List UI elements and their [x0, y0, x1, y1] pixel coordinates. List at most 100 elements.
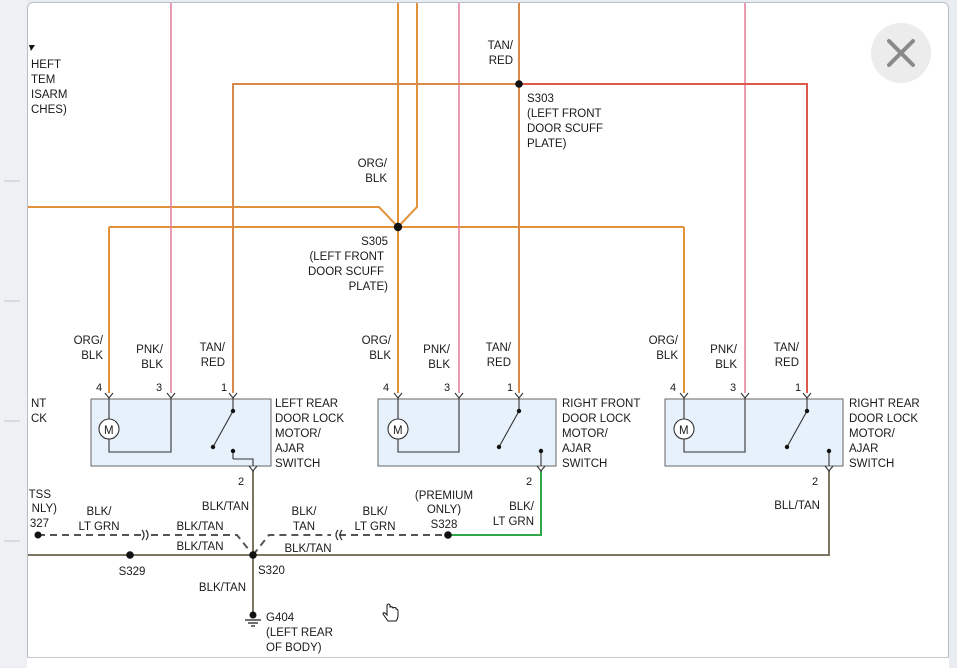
splice-label-s328: (PREMIUM [415, 490, 473, 502]
splice-label-s305: S305 [361, 236, 388, 248]
motor-icon [98, 418, 120, 440]
wire-label: BLK/ [87, 506, 113, 518]
wire-label: PNK/ [710, 344, 738, 356]
splice-dot-s303 [515, 80, 523, 88]
wire-label: BLK/ [363, 506, 389, 518]
wire-label: ORG/ [362, 335, 392, 347]
viewer-bottom-bar [27, 657, 949, 668]
splice-label-s320: S320 [258, 565, 285, 577]
hand-cursor-icon [382, 603, 399, 622]
pin-number: 1 [221, 382, 227, 394]
wire-label: BLK [715, 359, 737, 371]
wire-label: BLK/TAN [202, 501, 249, 513]
wire-blk-tan-dashed-a [151, 534, 254, 556]
close-button[interactable] [871, 23, 931, 83]
motor-icon [387, 418, 409, 440]
splice-label-s329: S329 [119, 566, 146, 578]
ground-dot-g404 [249, 611, 257, 619]
splice-dot-s328 [444, 531, 452, 539]
wire-label: RED [775, 357, 799, 369]
clipped-label: TSS [29, 489, 52, 501]
wire-label: BLK/TAN [176, 521, 223, 533]
ground-label-g404: G404 [266, 612, 295, 624]
pin-number: 4 [96, 382, 102, 394]
wire-label: LT GRN [78, 521, 119, 533]
component-name: DOOR LOCK [562, 413, 631, 425]
component-name: DOOR LOCK [275, 413, 344, 425]
pin-number: 1 [795, 382, 801, 394]
motor-label: M [393, 425, 403, 437]
splice-dot-s327 [34, 531, 42, 539]
diagram-viewer: M M M HEFT TEM ISARM CHES) NT CK TSS NLY… [27, 2, 949, 667]
wire-label: BLK [141, 359, 163, 371]
motor-label: M [679, 425, 689, 437]
splice-label-s303: (LEFT FRONT [527, 108, 602, 120]
wire-label: TAN/ [774, 342, 800, 354]
pin-number: 1 [507, 382, 513, 394]
clipped-arrow-icon [29, 45, 35, 51]
splice-label-s305: (LEFT FRONT [309, 251, 384, 263]
ground-label-g404: OF BODY) [266, 642, 322, 654]
wire-label: TAN/ [488, 40, 514, 52]
component-name: AJAR [275, 443, 304, 455]
background-window-strip [0, 0, 27, 667]
splice-label-s305: DOOR SCUFF [308, 266, 384, 278]
wire-tan-red-left [232, 83, 519, 393]
component-name: SWITCH [849, 458, 894, 470]
splice-dot-s329 [126, 551, 134, 559]
wire-label: TAN [293, 521, 315, 533]
component-name: LEFT REAR [275, 398, 338, 410]
splice-label-s303: DOOR SCUFF [527, 123, 603, 135]
wire-label: PNK/ [136, 344, 164, 356]
splice-label-s328: ONLY) [427, 504, 461, 516]
wire-label: ORG/ [358, 158, 388, 170]
motor-icon [673, 418, 695, 440]
inline-connector-a [141, 529, 149, 541]
pin-number: 3 [730, 382, 736, 394]
pin-number: 3 [156, 382, 162, 394]
clipped-label: CK [31, 413, 47, 425]
wire-label: BLK [428, 359, 450, 371]
ground-symbol [245, 619, 261, 627]
wire-label: ORG/ [649, 335, 679, 347]
clipped-label: ISARM [31, 89, 67, 101]
component-name: DOOR LOCK [849, 413, 918, 425]
wire-label: BLK [81, 350, 103, 362]
splice-label-s305: PLATE) [349, 281, 389, 293]
wire-org-blk-trunk-b [397, 3, 418, 228]
component-name: MOTOR/ [275, 428, 322, 440]
pin-number: 2 [526, 476, 532, 488]
pin-number: 2 [238, 476, 244, 488]
wire-label: TAN/ [200, 342, 226, 354]
component-name: MOTOR/ [849, 428, 896, 440]
wire-label: BLK/TAN [284, 543, 331, 555]
wire-label: BLK/TAN [199, 582, 246, 594]
splice-dot-s320 [249, 551, 257, 559]
splice-label-s303: PLATE) [527, 138, 567, 150]
component-name: SWITCH [275, 458, 320, 470]
component-name: RIGHT FRONT [562, 398, 640, 410]
wire-label: PNK/ [423, 344, 451, 356]
pin-number: 2 [812, 476, 818, 488]
pin-number: 4 [383, 382, 389, 394]
wire-blk-lt-grn-premium [448, 471, 542, 536]
clipped-label: TEM [31, 74, 55, 86]
wire-label: TAN/ [486, 342, 512, 354]
splice-label-s328: S328 [431, 519, 458, 531]
close-icon [887, 39, 915, 67]
wire-label: RED [489, 55, 513, 67]
pin-number: 4 [670, 382, 676, 394]
component-name: RIGHT REAR [849, 398, 920, 410]
wire-label: BLK [656, 350, 678, 362]
pin-number: 3 [444, 382, 450, 394]
wire-blk-tan-bus [28, 471, 830, 556]
wire-label: BLL/TAN [774, 500, 820, 512]
component-name: MOTOR/ [562, 428, 609, 440]
wire-label: BLK [365, 173, 387, 185]
clipped-label: 327 [30, 518, 49, 530]
component-name: AJAR [849, 443, 878, 455]
wire-label: LT GRN [354, 521, 395, 533]
inline-connector-b [335, 529, 343, 541]
wiring-diagram: M M M HEFT TEM ISARM CHES) NT CK TSS NLY… [28, 3, 920, 654]
wire-label: RED [201, 357, 225, 369]
